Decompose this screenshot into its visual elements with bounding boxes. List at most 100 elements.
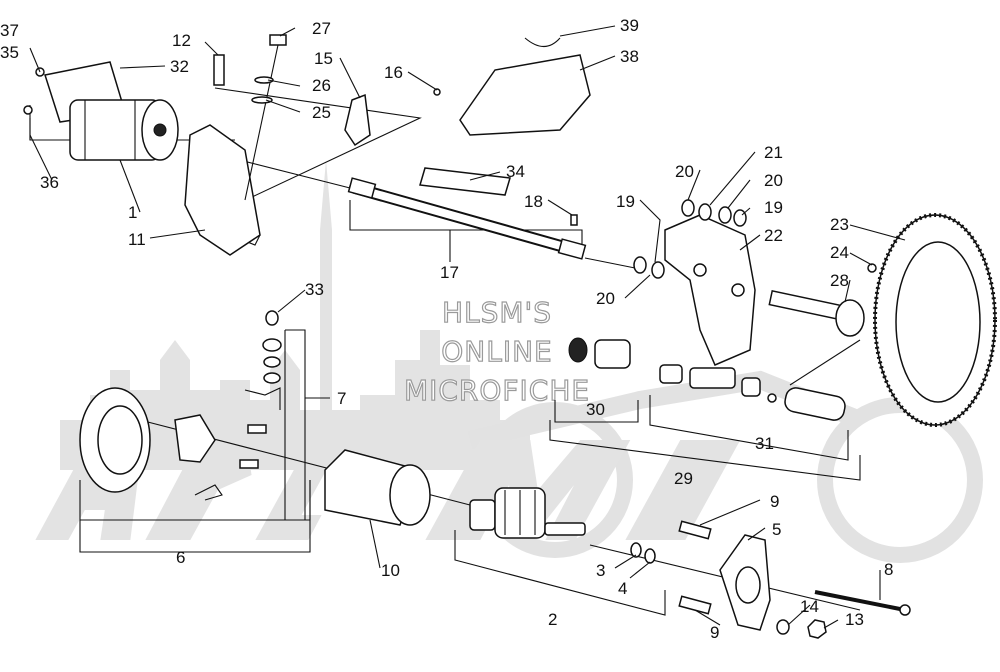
washer-20a bbox=[681, 199, 695, 217]
washer-7a bbox=[262, 338, 282, 352]
bracket-15-plane bbox=[214, 87, 422, 206]
callout-30: 30 bbox=[586, 400, 605, 419]
bracket-6b bbox=[79, 480, 311, 553]
bracket-17 bbox=[349, 200, 583, 256]
washer-7b bbox=[263, 356, 281, 368]
ring-31 bbox=[767, 393, 777, 403]
watermark-text-line1: HLSM'S bbox=[442, 296, 552, 329]
callout-3: 3 bbox=[596, 561, 605, 580]
callout-labels: 37 35 36 1 11 32 12 27 26 25 15 16 39 38… bbox=[0, 16, 893, 642]
callout-17: 17 bbox=[440, 263, 459, 282]
armature-assembly bbox=[324, 449, 656, 564]
washer-20b bbox=[718, 206, 732, 224]
sleeve-31b bbox=[741, 377, 761, 397]
bolt-12 bbox=[213, 54, 225, 86]
callout-36: 36 bbox=[40, 173, 59, 192]
armature-2-shaft bbox=[544, 522, 586, 536]
group-brackets bbox=[29, 87, 861, 616]
screw-9b bbox=[678, 595, 712, 615]
shaft-28 bbox=[768, 289, 842, 321]
leader-lines bbox=[29, 25, 906, 629]
guard-assembly bbox=[459, 37, 591, 136]
screw-16 bbox=[433, 88, 441, 96]
callout-34: 34 bbox=[506, 162, 525, 181]
watermark-wheel-right bbox=[817, 397, 983, 563]
callout-35: 35 bbox=[0, 43, 19, 62]
bracket-2 bbox=[454, 530, 666, 616]
city-skyline-graphic bbox=[60, 160, 530, 470]
callout-19a: 19 bbox=[764, 198, 783, 217]
callout-23: 23 bbox=[830, 215, 849, 234]
callout-38: 38 bbox=[620, 47, 639, 66]
callout-33: 33 bbox=[305, 280, 324, 299]
callout-20c: 20 bbox=[596, 289, 615, 308]
mount-plate-assembly bbox=[633, 199, 756, 366]
watermark-graphic: HLSM'S ONLINE MICROFICHE bbox=[35, 160, 983, 563]
clip-39 bbox=[524, 37, 561, 48]
ring-gear-23-teeth bbox=[873, 213, 997, 427]
pinion-30 bbox=[594, 339, 631, 369]
bracket-30 bbox=[554, 400, 639, 423]
callout-20b: 20 bbox=[764, 171, 783, 190]
callout-25: 25 bbox=[312, 103, 331, 122]
spring-31 bbox=[689, 367, 736, 389]
washer-4 bbox=[644, 548, 656, 564]
mount-bracket-11 bbox=[184, 124, 261, 256]
mount-plate-22 bbox=[664, 214, 756, 366]
clamp-15 bbox=[344, 93, 371, 147]
bracket-31 bbox=[649, 395, 849, 461]
starter-motor-1-hub bbox=[153, 123, 167, 137]
callout-26: 26 bbox=[312, 76, 331, 95]
armature-2-commutator bbox=[469, 499, 496, 531]
callout-13: 13 bbox=[845, 610, 864, 629]
callout-16: 16 bbox=[384, 63, 403, 82]
callout-10: 10 bbox=[381, 561, 400, 580]
bracket-29 bbox=[549, 420, 861, 481]
callout-11: 11 bbox=[128, 230, 146, 249]
callout-28: 28 bbox=[830, 271, 849, 290]
callout-37: 37 bbox=[0, 21, 19, 40]
callout-5: 5 bbox=[772, 520, 781, 539]
decal-34 bbox=[419, 167, 511, 196]
cap-18 bbox=[570, 214, 578, 226]
watermark-text-line2: ONLINE bbox=[441, 335, 552, 368]
callout-6: 6 bbox=[176, 548, 185, 567]
sleeve-31a bbox=[659, 364, 683, 384]
callout-15: 15 bbox=[314, 49, 333, 68]
washer-25 bbox=[251, 96, 273, 104]
callout-24: 24 bbox=[830, 243, 849, 262]
cable-assembly bbox=[347, 167, 587, 260]
callout-9b: 9 bbox=[710, 623, 719, 642]
callout-29: 29 bbox=[674, 469, 693, 488]
callout-21: 21 bbox=[764, 143, 783, 162]
washer-30 bbox=[568, 337, 588, 363]
callout-31: 31 bbox=[755, 434, 774, 453]
axis-line-mid bbox=[584, 257, 636, 269]
callout-7: 7 bbox=[337, 389, 346, 408]
through-bolt-8 bbox=[814, 590, 906, 612]
washer-7c bbox=[263, 372, 281, 384]
callout-8: 8 bbox=[884, 560, 893, 579]
nut-13 bbox=[807, 619, 827, 639]
bolt-27 bbox=[269, 34, 287, 46]
shaft-28-gear bbox=[835, 299, 865, 337]
callout-39: 39 bbox=[620, 16, 639, 35]
guard-38 bbox=[459, 54, 591, 136]
callout-4: 4 bbox=[618, 579, 627, 598]
bracket-7 bbox=[285, 329, 306, 520]
callout-27: 27 bbox=[312, 19, 331, 38]
callout-12: 12 bbox=[172, 31, 191, 50]
spring-clip-6 bbox=[194, 484, 223, 501]
nut-36 bbox=[23, 105, 33, 115]
starter-motor-assembly bbox=[23, 34, 441, 256]
housing-10-face bbox=[389, 464, 431, 526]
cable-17-end-b bbox=[557, 238, 587, 260]
callout-2: 2 bbox=[548, 610, 557, 629]
callout-22: 22 bbox=[764, 226, 783, 245]
brush-a bbox=[247, 424, 267, 434]
clutch-assembly bbox=[568, 337, 846, 421]
washer-14 bbox=[776, 619, 790, 635]
callout-9a: 9 bbox=[770, 492, 779, 511]
brush-b bbox=[239, 459, 259, 469]
washer-20c bbox=[651, 261, 665, 279]
